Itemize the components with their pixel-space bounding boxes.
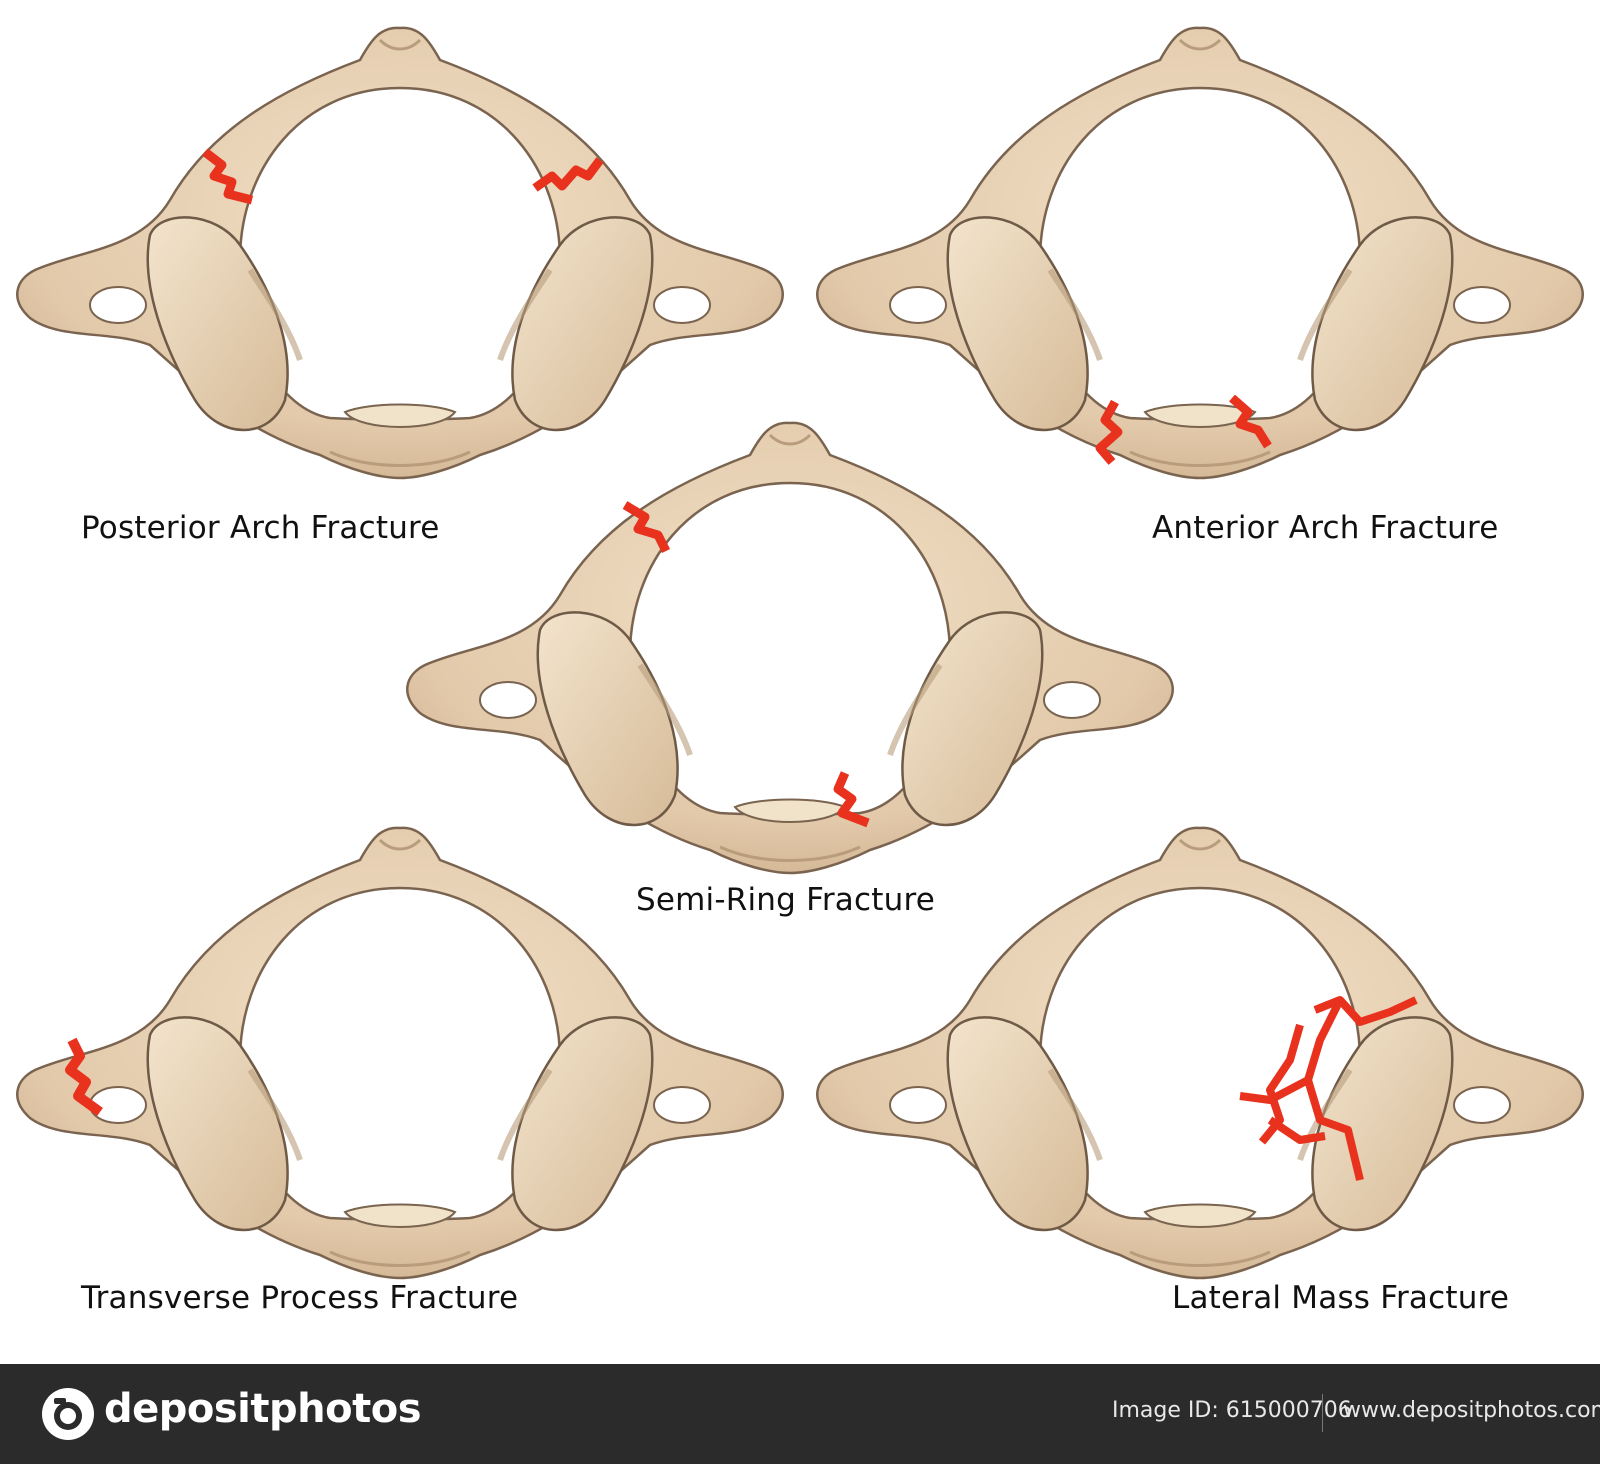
caption-anterior-arch: Anterior Arch Fracture — [1152, 510, 1499, 546]
caption-semi-ring: Semi-Ring Fracture — [636, 882, 935, 918]
fracture-line — [1229, 394, 1272, 449]
fracture-line — [65, 1037, 103, 1117]
panel-transverse-process-fracture: Transverse Process Fracture — [0, 800, 800, 1360]
site-url-link[interactable]: www.depositphotos.com — [1343, 1398, 1600, 1423]
image-id-label: Image ID: 615000706 — [1112, 1398, 1352, 1423]
fracture-line — [202, 148, 254, 205]
fracture-line — [1095, 399, 1123, 465]
caption-transverse-process: Transverse Process Fracture — [81, 1280, 519, 1316]
caption-lateral-mass: Lateral Mass Fracture — [1172, 1280, 1510, 1316]
fracture-line — [833, 771, 870, 828]
panel-anterior-arch-fracture: Anterior Arch Fracture — [800, 0, 1600, 560]
panel-semi-ring-fracture: Semi-Ring Fracture — [390, 395, 1190, 945]
atlas-vertebra-illustration — [390, 395, 1190, 895]
stock-footer-bar: depositphotos Image ID: 615000706 www.de… — [0, 1364, 1600, 1464]
fracture-lines — [1239, 996, 1418, 1181]
panel-lateral-mass-fracture: Lateral Mass Fracture — [800, 800, 1600, 1360]
footer-divider — [1322, 1394, 1323, 1432]
logo-wordmark: depositphotos — [104, 1386, 422, 1432]
fracture-figure: Posterior Arch Fracture Anterior Arch Fr… — [0, 0, 1600, 1360]
atlas-vertebra-illustration — [0, 0, 800, 500]
camera-logo-icon — [42, 1388, 94, 1440]
atlas-vertebra-illustration — [800, 0, 1600, 500]
atlas-vertebra-illustration — [0, 800, 800, 1300]
panel-posterior-arch-fracture: Posterior Arch Fracture — [0, 0, 800, 560]
fracture-line — [622, 501, 671, 554]
caption-posterior-arch: Posterior Arch Fracture — [81, 510, 440, 546]
fracture-line — [532, 157, 604, 192]
atlas-vertebra-illustration — [800, 800, 1600, 1300]
